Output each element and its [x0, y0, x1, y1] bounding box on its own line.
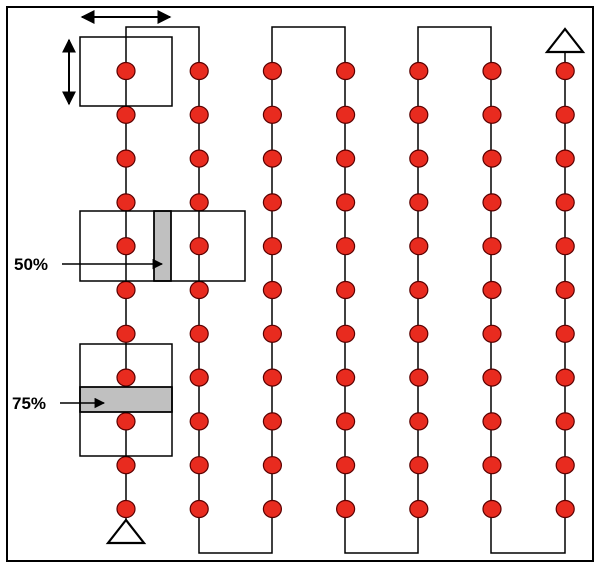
waypoint: [336, 368, 356, 387]
waypoint: [409, 456, 429, 475]
waypoint: [189, 193, 209, 212]
waypoint: [336, 456, 356, 475]
waypoint: [189, 149, 209, 168]
waypoint: [336, 280, 356, 300]
waypoint: [116, 412, 136, 431]
waypoint: [555, 368, 575, 387]
start-marker-triangle-icon: [105, 518, 147, 545]
waypoint: [555, 412, 575, 431]
waypoint: [189, 237, 209, 256]
waypoint: [262, 280, 282, 300]
waypoint: [409, 368, 429, 387]
footprint-box-forward-lower: [79, 386, 173, 457]
side-overlap-shade: [153, 210, 172, 282]
waypoint: [336, 193, 356, 212]
waypoint: [409, 280, 429, 300]
waypoint: [262, 193, 282, 212]
waypoint: [116, 193, 136, 212]
waypoint: [555, 149, 575, 168]
waypoint: [189, 105, 209, 124]
waypoint: [116, 237, 136, 256]
waypoint: [262, 412, 282, 431]
waypoint: [409, 105, 429, 124]
footprint-box-top: [79, 36, 173, 107]
waypoint: [116, 149, 136, 168]
waypoint: [555, 237, 575, 256]
waypoint: [555, 61, 575, 81]
waypoint: [189, 324, 209, 343]
waypoint: [555, 105, 575, 124]
waypoint: [262, 237, 282, 256]
waypoint: [336, 61, 356, 81]
waypoint: [189, 456, 209, 475]
waypoint: [262, 368, 282, 387]
waypoint: [262, 456, 282, 475]
waypoint: [116, 105, 136, 124]
waypoint: [262, 105, 282, 124]
waypoint: [336, 149, 356, 168]
waypoint: [409, 61, 429, 81]
waypoint: [555, 324, 575, 343]
waypoint: [116, 368, 136, 387]
end-marker-triangle-icon: [544, 27, 586, 54]
waypoint-grid: [116, 61, 575, 519]
waypoint: [409, 193, 429, 212]
waypoint: [482, 412, 502, 431]
waypoint: [482, 105, 502, 124]
waypoint: [189, 280, 209, 300]
waypoint: [409, 237, 429, 256]
waypoint: [482, 368, 502, 387]
diagram-border: [6, 6, 594, 562]
waypoint: [409, 412, 429, 431]
waypoint: [555, 456, 575, 475]
waypoint: [189, 368, 209, 387]
waypoint: [555, 280, 575, 300]
waypoint: [116, 499, 136, 519]
waypoint: [116, 280, 136, 300]
waypoint: [262, 499, 282, 519]
waypoint: [482, 237, 502, 256]
waypoint: [482, 456, 502, 475]
waypoint: [189, 61, 209, 81]
waypoint: [482, 193, 502, 212]
waypoint: [336, 412, 356, 431]
forward-overlap-shade: [79, 386, 173, 413]
waypoint: [189, 499, 209, 519]
waypoint: [409, 324, 429, 343]
waypoint: [409, 149, 429, 168]
waypoint: [482, 499, 502, 519]
waypoint: [555, 499, 575, 519]
footprint-box-forward-upper: [79, 343, 173, 413]
waypoint: [262, 61, 282, 81]
waypoint: [482, 324, 502, 343]
waypoint: [336, 499, 356, 519]
forward-overlap-label: 75%: [12, 394, 46, 413]
footprint-box-side-right: [153, 210, 246, 282]
waypoint: [189, 412, 209, 431]
waypoint: [262, 149, 282, 168]
waypoint: [482, 280, 502, 300]
waypoint: [482, 149, 502, 168]
waypoint: [336, 237, 356, 256]
waypoint: [555, 193, 575, 212]
waypoint: [262, 324, 282, 343]
waypoint: [116, 456, 136, 475]
waypoint: [409, 499, 429, 519]
waypoint: [336, 324, 356, 343]
waypoint: [482, 61, 502, 81]
footprint-box-side-left: [79, 210, 172, 282]
waypoint: [336, 105, 356, 124]
waypoint: [116, 61, 136, 81]
waypoint: [116, 324, 136, 343]
side-overlap-label: 50%: [14, 255, 48, 274]
